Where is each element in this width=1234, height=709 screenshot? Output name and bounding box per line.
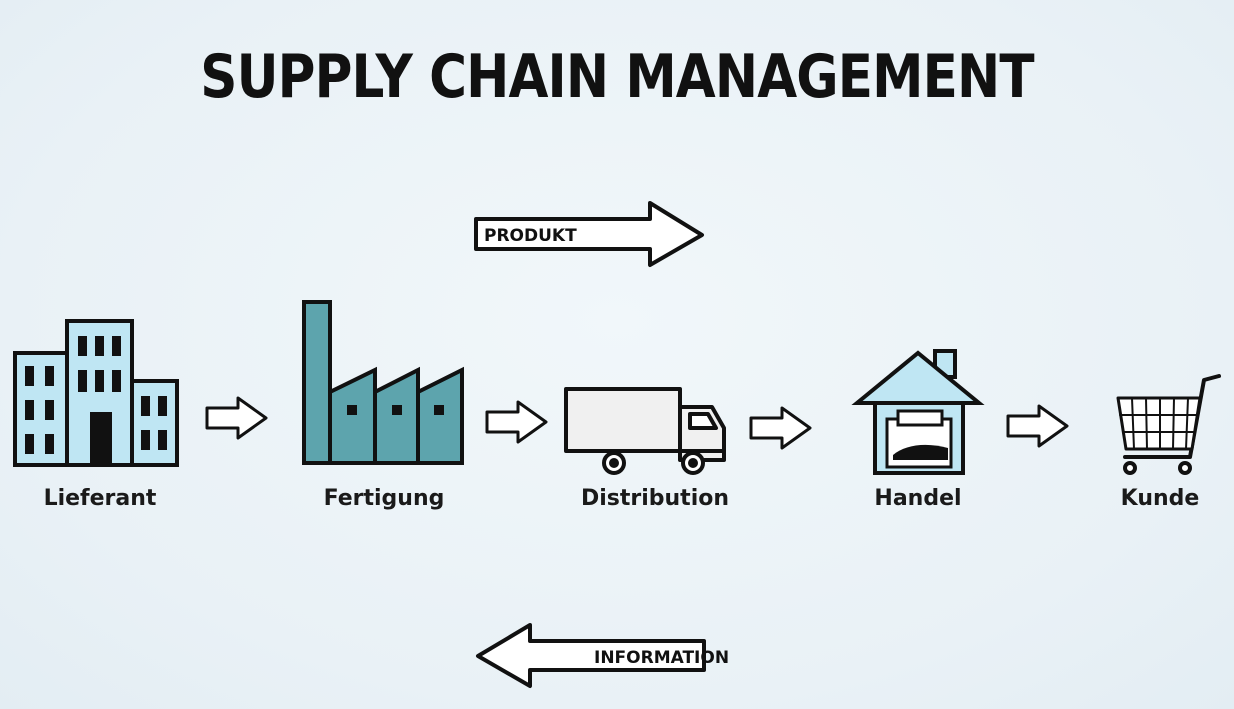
product-flow-label: PRODUKT <box>484 226 577 246</box>
stage-label-distribution: Distribution <box>580 486 730 511</box>
stage-label-kunde: Kunde <box>1120 486 1200 511</box>
stage-arrow-3 <box>749 406 812 450</box>
stage-arrow-4 <box>1006 404 1069 448</box>
stage-arrow-1 <box>205 396 268 440</box>
information-flow-label: INFORMATION <box>594 648 729 668</box>
store-house-icon <box>851 349 985 475</box>
stage-label-fertigung: Fertigung <box>323 486 445 511</box>
page-title: SUPPLY CHAIN MANAGEMENT <box>200 42 1034 112</box>
stage-label-lieferant: Lieferant <box>43 486 157 511</box>
factory-icon <box>302 300 464 465</box>
stage-arrow-2 <box>485 400 548 444</box>
shopping-cart-icon <box>1116 374 1221 475</box>
office-building-icon <box>13 319 179 467</box>
stage-label-handel: Handel <box>874 486 962 511</box>
information-flow-arrow: INFORMATION <box>476 623 729 688</box>
truck-icon <box>564 387 726 475</box>
product-flow-arrow: PRODUKT <box>474 201 704 267</box>
